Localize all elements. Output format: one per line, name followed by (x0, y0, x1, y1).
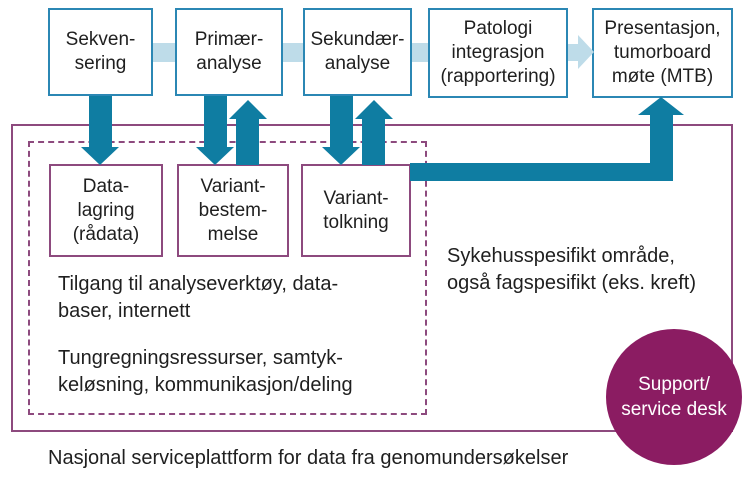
label-line: melse (207, 223, 259, 245)
note-sykehusspesifikt: Sykehusspesifikt område, også fagspesifik… (447, 243, 696, 297)
box-datalagring: Data-lagring(rådata) (49, 164, 163, 257)
support-service-desk-badge: Support/service desk (606, 329, 742, 465)
arrow-sekvensering-to-datalagring-shaft (89, 96, 112, 147)
shared-services-dashed-frame (28, 141, 427, 415)
arrow-varianttolkning-to-presentasjon-horizontal (410, 163, 673, 181)
label-line: Tungregningsressurser, samtyk- (58, 347, 343, 369)
label-line: Patologi (463, 18, 533, 39)
down-arrow-icon (322, 147, 360, 165)
arrow-varianttolkning-to-presentasjon-vertical (650, 115, 673, 181)
label-line: Presentasjon, (604, 18, 721, 39)
label-line: også fagspesifikt (eks. kreft) (447, 272, 696, 294)
box-sekundaeranalyse: Sekundær-analyse (303, 8, 412, 96)
label-line: Data- (82, 175, 130, 197)
arrow-primaer-to-variantbestemmelse-shaft (204, 96, 227, 147)
note-tilgang: Tilgang til analyseverktøy, data-baser, … (58, 271, 338, 325)
box-patologi-integrasjon: Patologi integrasjon (rapportering) (428, 8, 568, 98)
box-presentasjon-mtb: Presentasjon, tumorboard møte (MTB) (592, 8, 733, 98)
right-arrow-icon (578, 35, 594, 69)
label-line: Support/ (638, 374, 710, 395)
label-line: Tilgang til analyseverktøy, data- (58, 273, 339, 295)
label-line: lagring (77, 199, 135, 221)
arrow-variantbestemmelse-to-primaer-shaft (236, 118, 259, 165)
label-line: baser, internett (58, 300, 191, 322)
up-arrow-icon (355, 100, 393, 119)
up-arrow-icon (229, 100, 267, 119)
label-line: tumorboard (613, 42, 712, 63)
label-line: service desk (621, 399, 727, 420)
box-variantbestemmelse: Variant-bestem-melse (177, 164, 289, 257)
box-sekvensering: Sekven-sering (48, 8, 153, 96)
label-line: (rådata) (72, 223, 140, 245)
label-line: tolkning (323, 211, 389, 233)
label-line: Variant- (323, 187, 389, 209)
connector-sekvensering-primaer (153, 43, 175, 62)
box-primaeranalyse: Primær-analyse (175, 8, 283, 96)
arrow-varianttolkning-to-sekundaer-shaft (362, 118, 385, 165)
label-line: Variant- (200, 175, 266, 197)
label-line: Sykehusspesifikt område, (447, 245, 675, 267)
note-tungregning: Tungregningsressurser, samtyk-keløsning,… (58, 345, 353, 399)
label-line: Sekundær- (310, 29, 405, 50)
label-line: Sekven- (65, 29, 136, 50)
box-varianttolkning: Variant-tolkning (301, 164, 411, 257)
connector-patologi-presentasjon-shaft (568, 44, 578, 61)
up-arrow-icon (638, 97, 684, 115)
label-line: analyse (196, 53, 262, 74)
label-line: bestem- (198, 199, 268, 221)
arrow-sekundaer-to-varianttolkning-shaft (330, 96, 353, 147)
connector-primaer-sekundaer (283, 43, 303, 62)
label-line: keløsning, kommunikasjon/deling (58, 374, 353, 396)
label-line: Primær- (194, 29, 264, 50)
connector-sekundaer-patologi (412, 43, 428, 62)
label-line: integrasjon (451, 42, 545, 63)
label-line: sering (74, 53, 127, 74)
label-line: (rapportering) (440, 66, 556, 87)
label-line: analyse (324, 53, 391, 74)
down-arrow-icon (81, 147, 119, 165)
diagram-caption: Nasjonal serviceplattform for data fra g… (48, 447, 569, 469)
down-arrow-icon (196, 147, 234, 165)
label-line: møte (MTB) (611, 66, 714, 87)
